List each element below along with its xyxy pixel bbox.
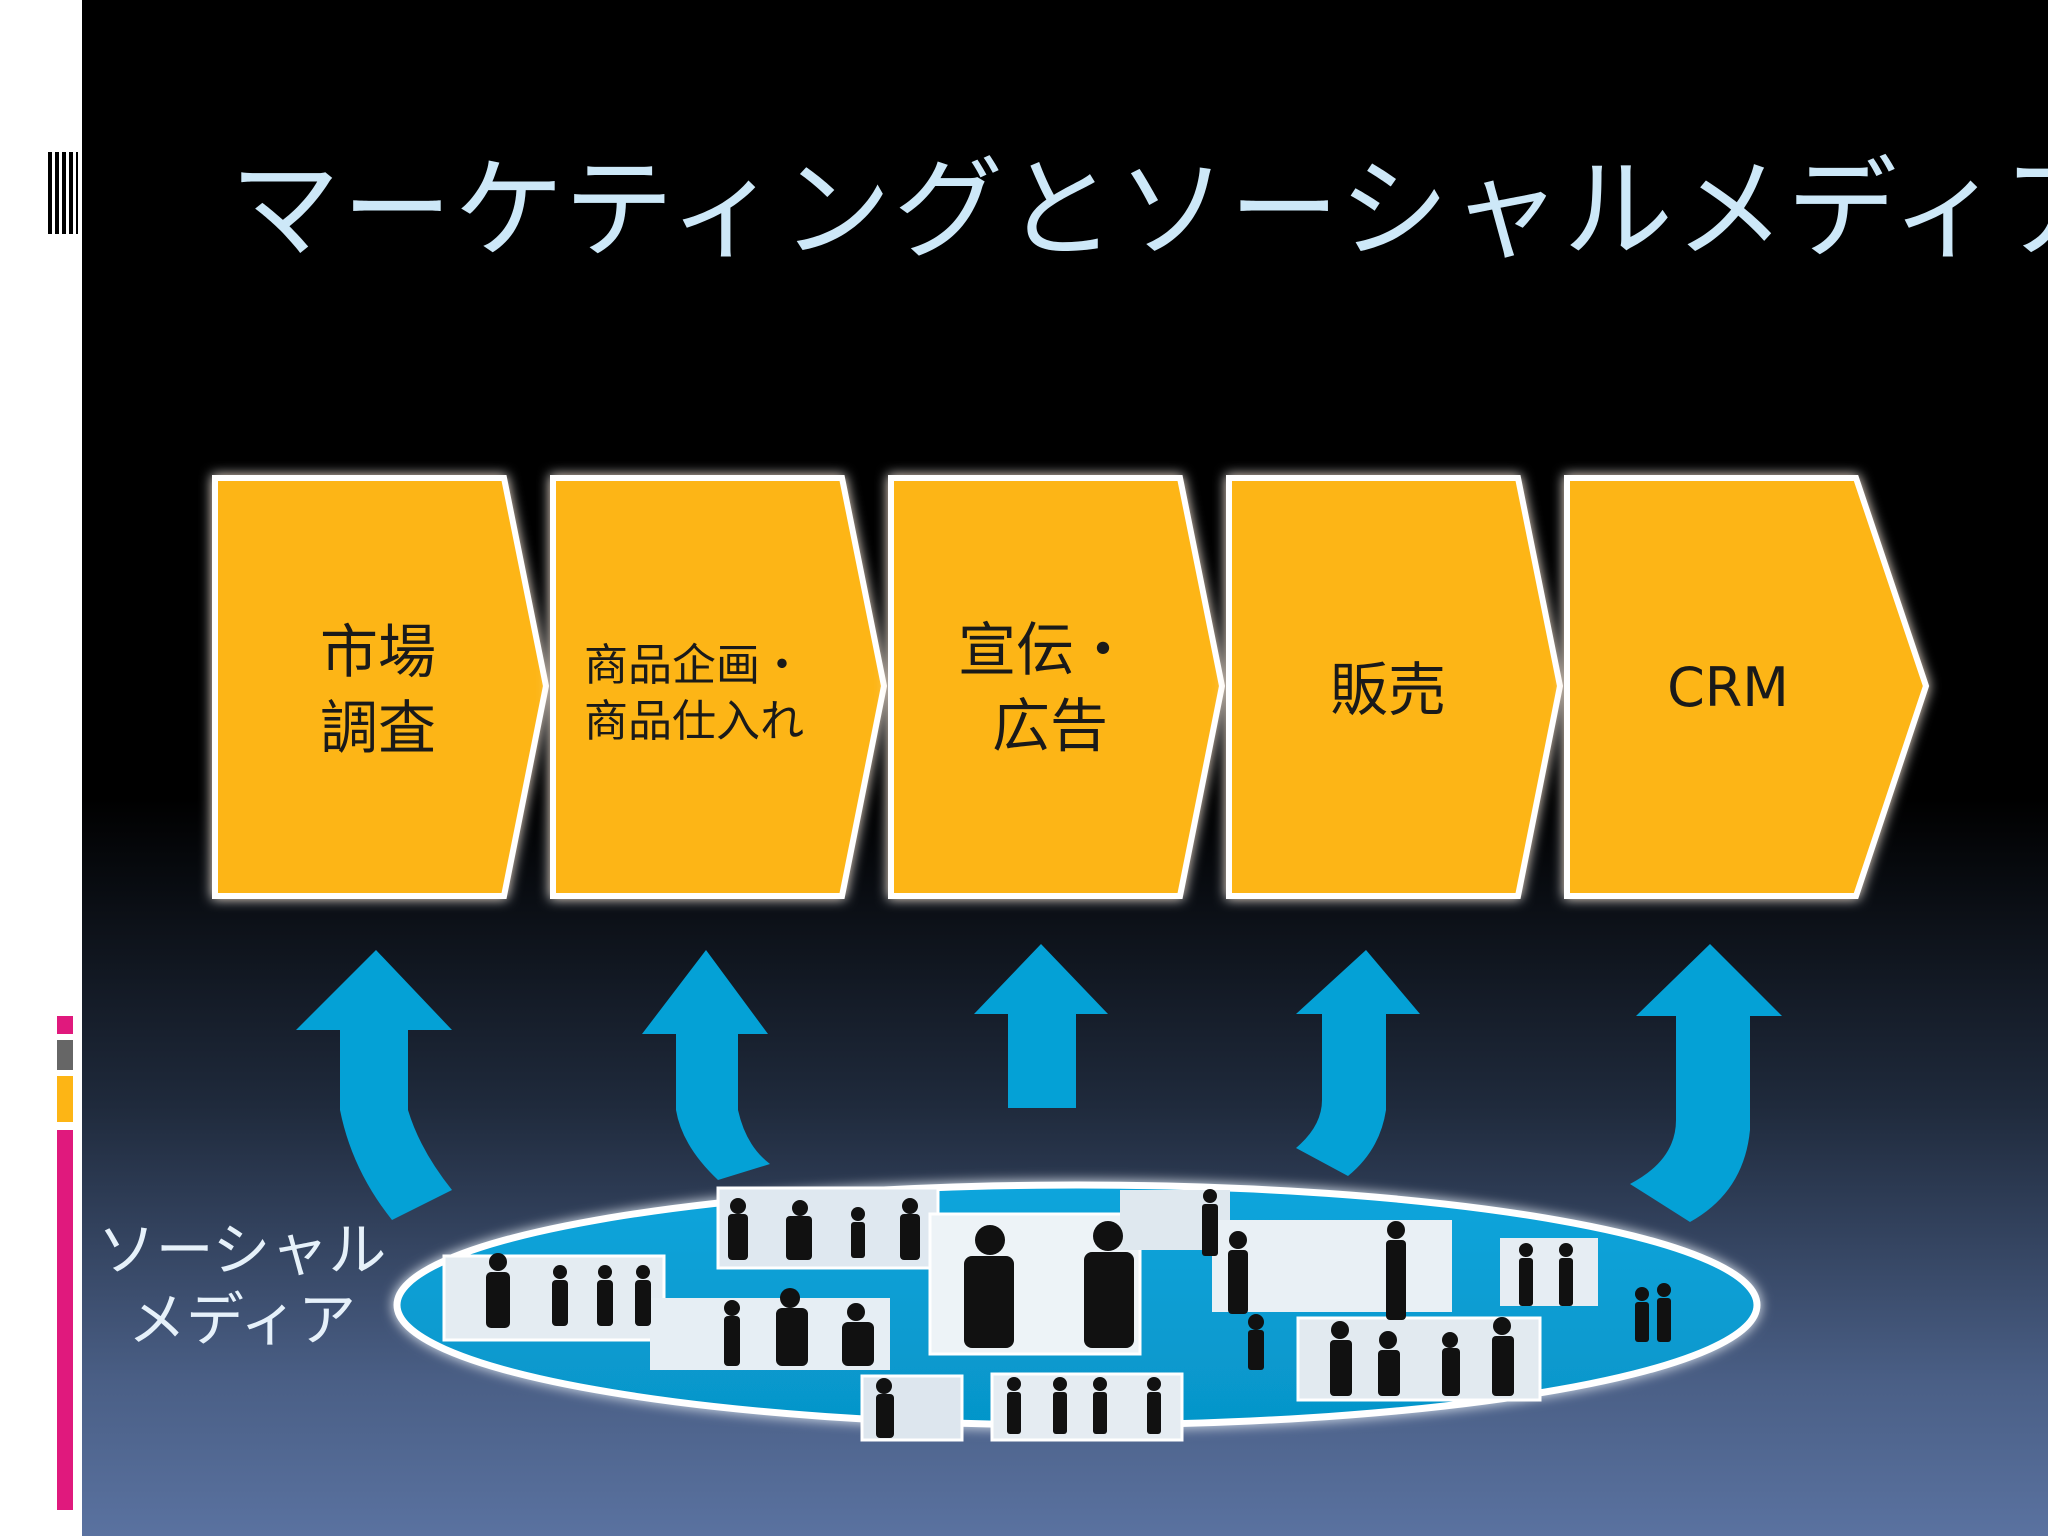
social-media-label-line: メディア (128, 1286, 356, 1354)
slide-title: マーケティングとソーシャルメディア (230, 146, 2048, 274)
social-media-network (393, 1181, 1761, 1442)
photo-tile (1212, 1220, 1452, 1312)
up-arrow-icon (642, 950, 770, 1180)
accent-stripe-pink (57, 1130, 73, 1510)
process-flow: 市場 調査 商品企画・ 商品仕入れ 宣伝・ 広告 販売 CRM (212, 475, 1930, 899)
step-label-line: 宣伝・ (958, 616, 1132, 684)
social-media-label-line: ソーシャル (97, 1216, 387, 1284)
chevron-shape (888, 475, 1226, 899)
chevron-shape (212, 475, 550, 899)
step-label-line: 広告 (992, 692, 1108, 760)
up-arrow-icon (1296, 950, 1420, 1176)
up-arrows (296, 944, 1782, 1222)
step-label-line: CRM (1667, 656, 1789, 719)
accent-stripe-pink-top (57, 1016, 73, 1034)
step-label-line: 商品企画・ (584, 640, 804, 691)
step-sales: 販売 (1226, 475, 1564, 899)
up-arrow-icon (974, 944, 1108, 1108)
left-sidebar-bar (0, 0, 82, 1536)
barcode-decoration (48, 152, 78, 234)
up-arrow-icon (296, 950, 452, 1220)
step-crm: CRM (1564, 475, 1930, 899)
step-market-research: 市場 調査 (212, 475, 550, 899)
business-people-icon (486, 1189, 1671, 1438)
step-product-planning: 商品企画・ 商品仕入れ (550, 475, 888, 899)
chevron-shape (1226, 475, 1564, 899)
social-media-label: ソーシャル メディア (92, 1215, 392, 1355)
chevron-shape (1564, 475, 1930, 899)
step-label-line: 販売 (1330, 656, 1446, 724)
step-label-line: 調査 (320, 694, 436, 762)
accent-stripe-yellow (57, 1076, 73, 1122)
chevron-shape (550, 475, 888, 899)
step-label-line: 商品仕入れ (584, 696, 804, 747)
photo-tile (1500, 1238, 1598, 1306)
up-arrow-icon (1630, 944, 1782, 1222)
accent-stripe-gray (57, 1040, 73, 1070)
step-label-line: 市場 (320, 618, 436, 686)
step-advertising: 宣伝・ 広告 (888, 475, 1226, 899)
